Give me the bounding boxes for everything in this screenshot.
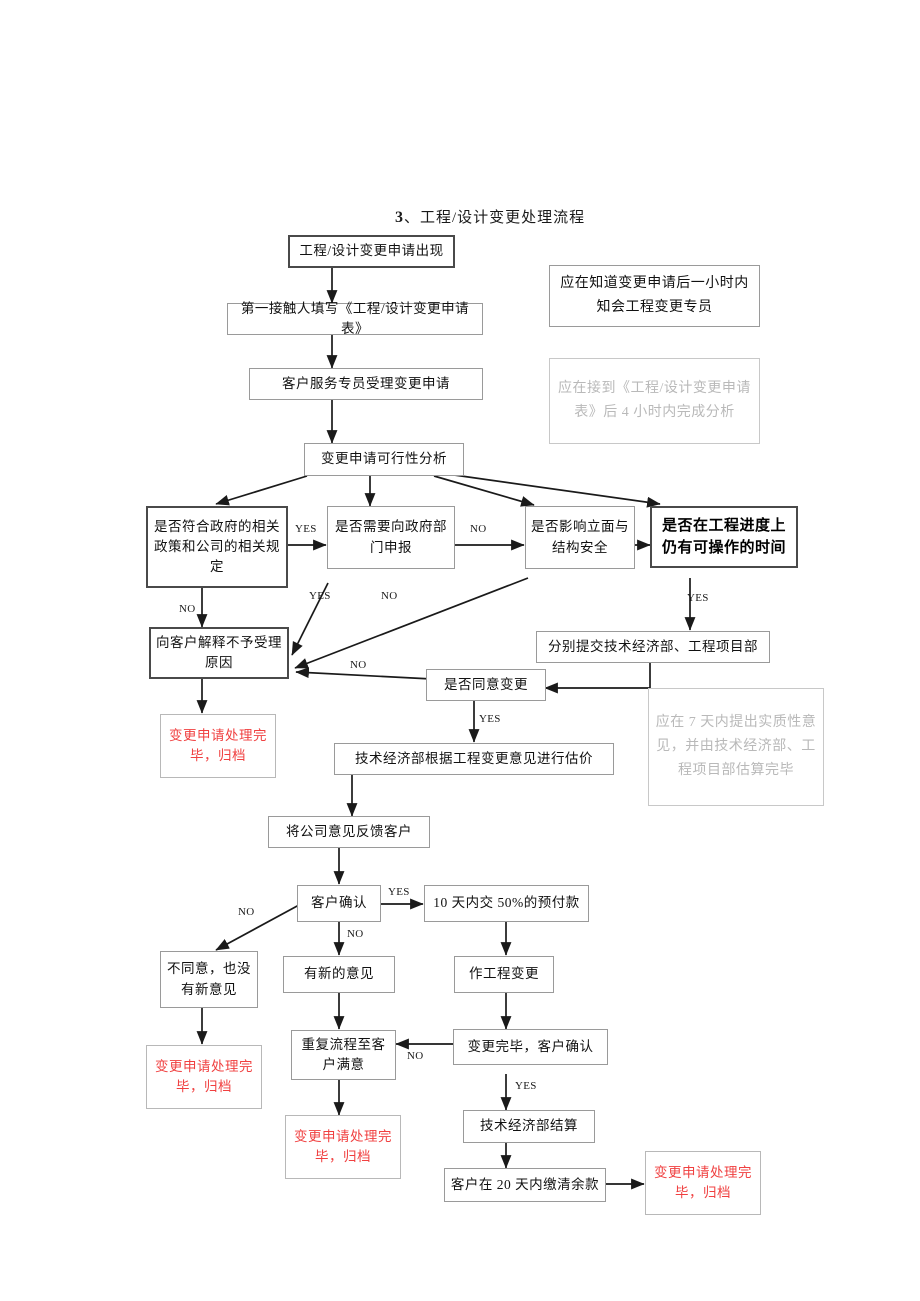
decision-complies-with-policy[interactable]: 是否符合政府的相关政策和公司的相关规定 bbox=[146, 506, 288, 588]
edge-label-no-facade-to-explain: NO bbox=[381, 590, 398, 602]
edge-label-yes-confirm-to-deposit: YES bbox=[388, 886, 410, 898]
terminal-request-archived-3[interactable]: 变更申请处理完毕，归档 bbox=[285, 1115, 401, 1179]
edge-label-no-filing-to-facade: NO bbox=[470, 523, 487, 535]
node-change-request-appears[interactable]: 工程/设计变更申请出现 bbox=[288, 235, 455, 268]
note-notify-within-one-hour: 应在知道变更申请后一小时内知会工程变更专员 bbox=[549, 265, 760, 327]
decision-need-government-filing[interactable]: 是否需要向政府部门申报 bbox=[327, 506, 455, 569]
edge-label-no-confirm-to-disagree: NO bbox=[238, 906, 255, 918]
terminal-request-archived-2[interactable]: 变更申请处理完毕，归档 bbox=[146, 1045, 262, 1109]
node-disagree-no-new-opinion[interactable]: 不同意，也没有新意见 bbox=[160, 951, 258, 1008]
node-feasibility-analysis[interactable]: 变更申请可行性分析 bbox=[304, 443, 464, 476]
decision-client-confirm[interactable]: 客户确认 bbox=[297, 885, 381, 922]
node-has-new-opinion[interactable]: 有新的意见 bbox=[283, 956, 395, 993]
node-submit-to-departments[interactable]: 分别提交技术经济部、工程项目部 bbox=[536, 631, 770, 663]
edge-label-yes-approve-to-estimate: YES bbox=[479, 713, 501, 725]
node-service-specialist-accepts[interactable]: 客户服务专员受理变更申请 bbox=[249, 368, 483, 400]
edge-label-yes-filing-to-explain: YES bbox=[309, 590, 331, 602]
title-text: 、工程/设计变更处理流程 bbox=[404, 210, 586, 226]
node-feedback-company-opinion[interactable]: 将公司意见反馈客户 bbox=[268, 816, 430, 848]
decision-approve-change[interactable]: 是否同意变更 bbox=[426, 669, 546, 701]
edge-label-yes-policy-to-filing: YES bbox=[295, 523, 317, 535]
node-change-done-client-confirm[interactable]: 变更完毕，客户确认 bbox=[453, 1029, 608, 1065]
edge-label-no-confirm-to-new-opinion: NO bbox=[347, 928, 364, 940]
decision-affects-facade-structure[interactable]: 是否影响立面与结构安全 bbox=[525, 506, 635, 569]
edge-label-yes-schedule-to-submit: YES bbox=[687, 592, 709, 604]
node-repeat-until-satisfied[interactable]: 重复流程至客户满意 bbox=[291, 1030, 396, 1080]
terminal-request-archived-1[interactable]: 变更申请处理完毕，归档 bbox=[160, 714, 276, 778]
node-economics-dept-estimates[interactable]: 技术经济部根据工程变更意见进行估价 bbox=[334, 743, 614, 775]
note-opinion-within-seven-days: 应在 7 天内提出实质性意见，并由技术经济部、工程项目部估算完毕 bbox=[648, 688, 824, 806]
edge-label-yes-change-done-to-settle: YES bbox=[515, 1080, 537, 1092]
page-title: 3、工程/设计变更处理流程 bbox=[395, 206, 585, 227]
edge-label-no-policy-to-explain: NO bbox=[179, 603, 196, 615]
node-execute-change[interactable]: 作工程变更 bbox=[454, 956, 554, 993]
node-client-pays-balance-20-days[interactable]: 客户在 20 天内缴清余款 bbox=[444, 1168, 606, 1202]
terminal-request-archived-4[interactable]: 变更申请处理完毕，归档 bbox=[645, 1151, 761, 1215]
decision-schedule-time-available[interactable]: 是否在工程进度上仍有可操作的时间 bbox=[650, 506, 798, 568]
edge-label-no-change-done-to-repeat: NO bbox=[407, 1050, 424, 1062]
title-number: 3 bbox=[395, 209, 404, 226]
edge-label-no-approve-to-explain: NO bbox=[350, 659, 367, 671]
node-explain-rejection-to-client[interactable]: 向客户解释不予受理原因 bbox=[149, 627, 289, 679]
node-economics-dept-settlement[interactable]: 技术经济部结算 bbox=[463, 1110, 595, 1143]
node-first-contact-fills-form[interactable]: 第一接触人填写《工程/设计变更申请表》 bbox=[227, 301, 483, 336]
node-pay-50-percent-deposit[interactable]: 10 天内交 50%的预付款 bbox=[424, 885, 589, 922]
note-analysis-within-four-hours: 应在接到《工程/设计变更申请表》后 4 小时内完成分析 bbox=[549, 358, 760, 444]
